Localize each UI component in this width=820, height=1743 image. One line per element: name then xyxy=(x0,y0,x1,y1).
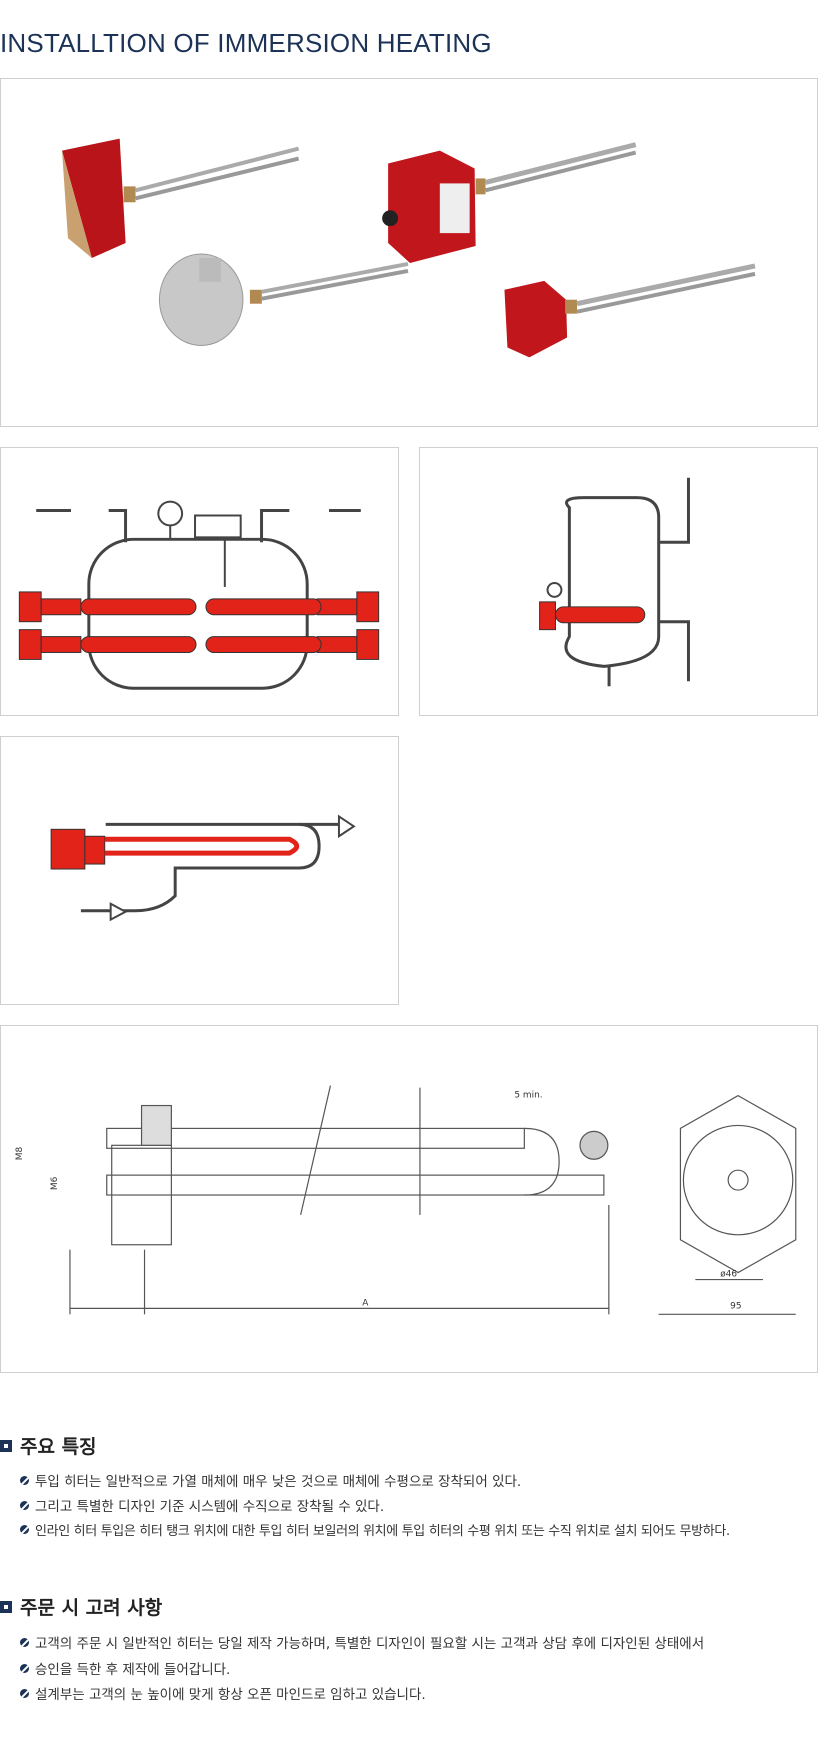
width-label: 95 xyxy=(730,1301,741,1311)
features-heading-text: 주요 특징 xyxy=(20,1436,97,1458)
list-item: 투입 히터는 일반적으로 가열 매체에 매우 낮은 것으로 매체에 수평으로 장… xyxy=(20,1470,521,1490)
list-item-text: 승인을 득한 후 제작에 들어갑니다. xyxy=(35,1662,231,1678)
list-item-text: 투입 히터는 일반적으로 가열 매체에 매우 낮은 것으로 매체에 수평으로 장… xyxy=(35,1474,522,1490)
m6-label: M6 xyxy=(50,1176,60,1190)
bullet-icon xyxy=(20,1525,29,1534)
list-item: 그리고 특별한 디자인 기준 시스템에 수직으로 장착될 수 있다. xyxy=(20,1495,384,1515)
list-item: 설계부는 고객의 눈 높이에 맞게 항상 오픈 마인드로 임하고 있습니다. xyxy=(20,1683,426,1703)
list-item: 승인을 득한 후 제작에 들어갑니다. xyxy=(20,1658,230,1678)
diameter-label: ø46 xyxy=(720,1270,737,1280)
square-bullet-icon xyxy=(0,1439,12,1452)
list-item: 인라인 히터 투입은 히터 탱크 위치에 대한 투입 히터 보일러의 위치에 투… xyxy=(20,1520,730,1539)
five-min-label: 5 min. xyxy=(514,1091,542,1101)
m8-label: M8 xyxy=(15,1147,25,1161)
bullet-icon xyxy=(20,1475,29,1485)
diagram-horizontal-tank xyxy=(0,447,399,716)
bullet-icon xyxy=(20,1637,29,1647)
list-item-text: 그리고 특별한 디자인 기준 시스템에 수직으로 장착될 수 있다. xyxy=(35,1499,385,1515)
page-title: INSTALLTION OF IMMERSION HEATING xyxy=(0,28,492,58)
heater-product-1 xyxy=(62,138,300,258)
technical-drawing: 5 min. A ø46 95 M8 M6 xyxy=(0,1025,818,1373)
square-bullet-icon xyxy=(0,1600,12,1613)
bullet-icon xyxy=(20,1663,29,1673)
heater-product-3 xyxy=(158,253,409,346)
order-heading-text: 주문 시 고려 사항 xyxy=(20,1597,163,1619)
diagram-inline-heater xyxy=(0,736,399,1005)
bullet-icon xyxy=(20,1688,29,1698)
product-photos xyxy=(0,78,818,427)
heater-product-4 xyxy=(504,263,756,358)
length-label: A xyxy=(362,1298,369,1308)
list-item: 고객의 주문 시 일반적인 히터는 당일 제작 가능하며, 특별한 디자인이 필… xyxy=(20,1632,704,1652)
list-item-text: 설계부는 고객의 눈 높이에 맞게 항상 오픈 마인드로 임하고 있습니다. xyxy=(35,1687,426,1703)
diagram-vertical-tank xyxy=(419,447,818,716)
features-heading: 주요 특징 xyxy=(0,1432,97,1459)
order-heading: 주문 시 고려 사항 xyxy=(0,1593,162,1620)
list-item-text: 고객의 주문 시 일반적인 히터는 당일 제작 가능하며, 특별한 디자인이 필… xyxy=(35,1636,705,1652)
bullet-icon xyxy=(20,1500,29,1510)
heater-product-2 xyxy=(382,142,637,263)
list-item-text: 인라인 히터 투입은 히터 탱크 위치에 대한 투입 히터 보일러의 위치에 투… xyxy=(35,1524,730,1539)
